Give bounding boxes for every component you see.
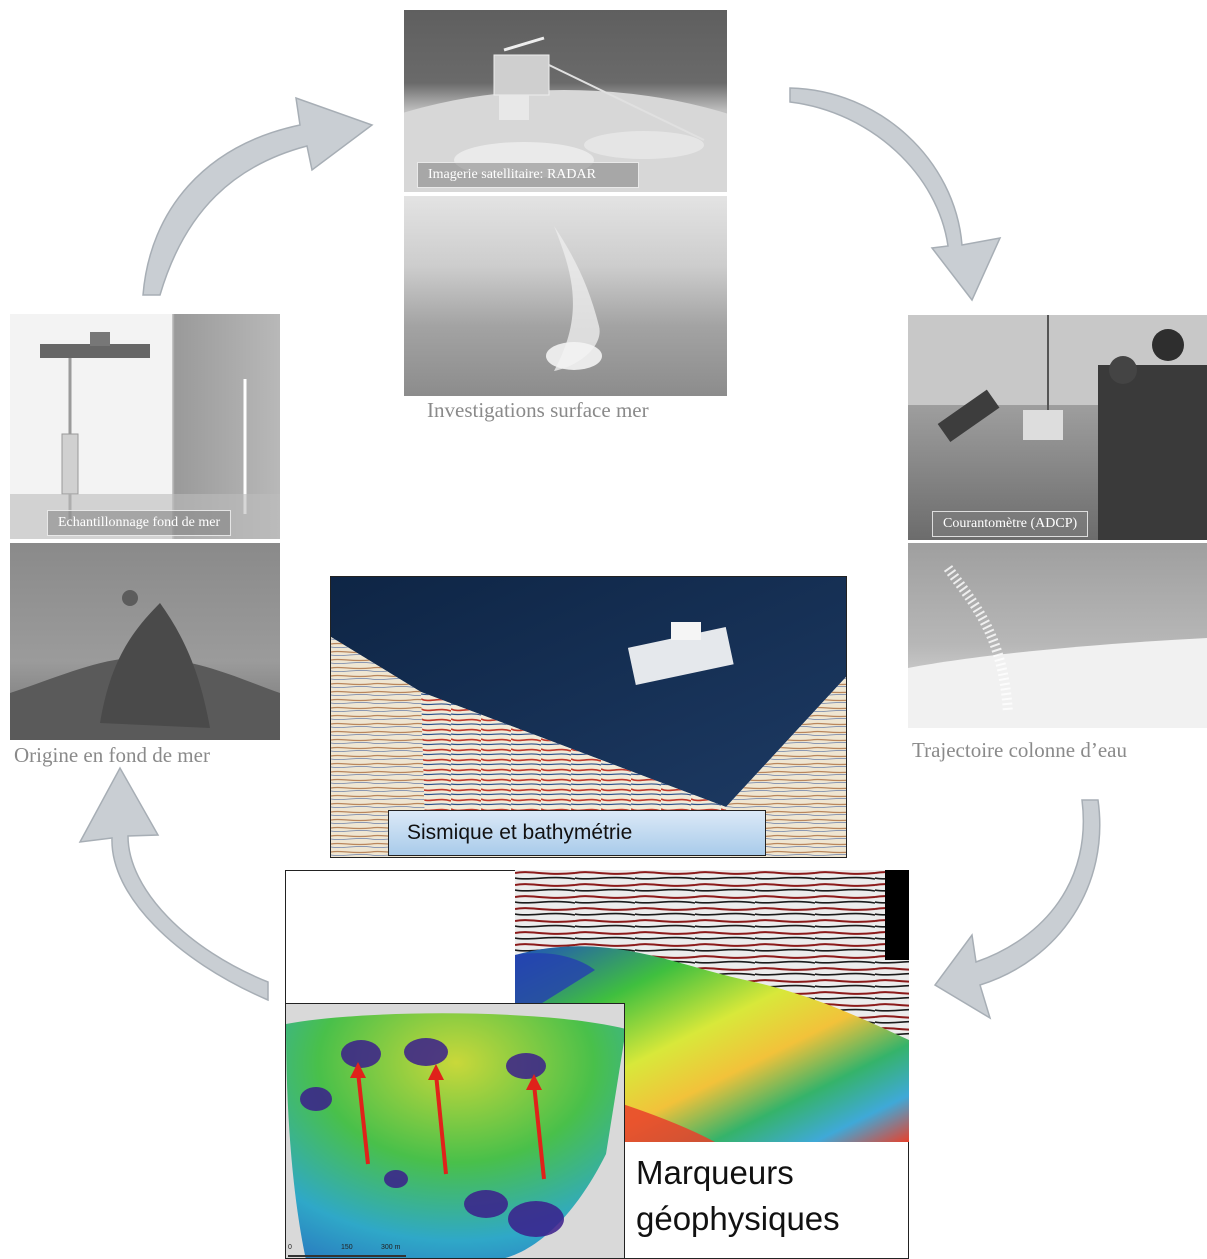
adcp-label: Courantomètre (ADCP) (932, 511, 1089, 537)
sampling-image (10, 314, 280, 539)
sampling-panel (10, 314, 280, 539)
adcp-image (908, 315, 1207, 540)
scale-label-300: 300 m (381, 1244, 401, 1251)
arrow-to-seafloor (78, 766, 269, 1002)
water-column-panel (908, 543, 1207, 728)
scale-label-150: 150 (341, 1244, 353, 1251)
water-column-caption: Trajectoire colonne d’eau (912, 738, 1127, 762)
satellite-radar-label: Imagerie satellitaire: RADAR (417, 162, 639, 188)
arrow-to-water-column (789, 87, 1002, 302)
surface-slick-panel (404, 196, 727, 396)
seafloor-caption: Origine en fond de mer (14, 743, 210, 767)
seafloor-origin-panel (10, 543, 280, 740)
surface-slick-image (546, 226, 602, 371)
geophysics-label: Marqueurs géophysiques (636, 1150, 840, 1242)
geophysics-label-line1: Marqueurs (636, 1154, 794, 1191)
sampling-label: Echantillonnage fond de mer (47, 510, 232, 536)
arrow-to-geophysics (933, 799, 1101, 1020)
pockmark-map-image: 0 150 300 m (286, 1013, 624, 1258)
seismic-label: Sismique et bathymétrie (407, 821, 633, 844)
seafloor-origin-image (10, 590, 280, 740)
arrow-to-surface (142, 96, 374, 296)
geophysics-label-line2: géophysiques (636, 1200, 840, 1237)
seismic-label-box: Sismique et bathymétrie (388, 810, 766, 856)
water-column-image (908, 565, 1207, 728)
surface-caption: Investigations surface mer (427, 398, 649, 422)
adcp-panel (908, 315, 1207, 540)
pockmark-map-panel: 0 150 300 m (285, 1003, 625, 1259)
scale-label-0: 0 (288, 1244, 292, 1251)
